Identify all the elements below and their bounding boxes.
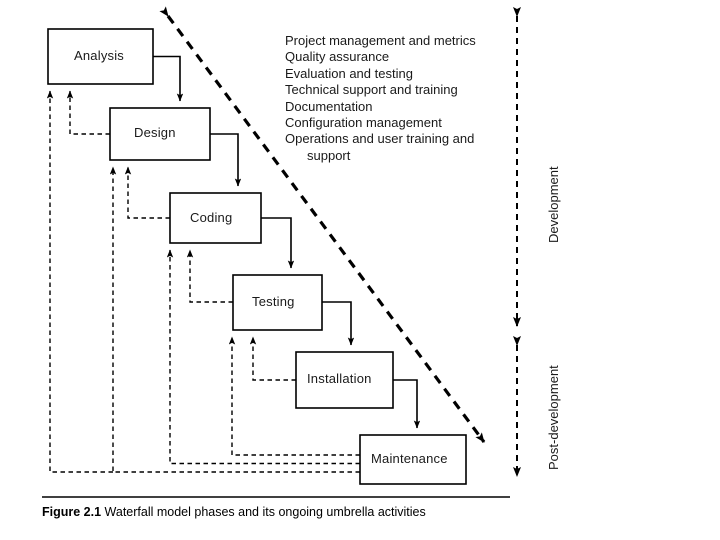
phase-label-analysis: Analysis — [74, 48, 125, 63]
umbrella-activity-item: Quality assurance — [285, 49, 390, 65]
umbrella-activity-item: Evaluation and testing — [285, 65, 413, 81]
flow-testing-to-installation — [322, 301, 355, 346]
umbrella-activity-item-continuation: support — [307, 147, 351, 163]
phase-label-maintenance: Maintenance — [371, 451, 448, 466]
post-development-span-label: Post-development — [546, 365, 561, 470]
umbrella-activity-item: Project management and metrics — [285, 33, 476, 48]
feedback-design-to-analysis — [66, 90, 110, 135]
figure-caption-label: Figure 2.1 — [42, 505, 102, 519]
phase-box-analysis — [47, 28, 154, 85]
umbrella-activity-item: Documentation — [285, 98, 373, 114]
figure-caption-text: Waterfall model phases and its ongoing u… — [104, 505, 426, 519]
phase-label-design: Design — [134, 125, 176, 140]
phase-box-maintenance — [359, 434, 467, 485]
phase-label-coding: Coding — [190, 210, 233, 225]
feedback-installation-to-testing — [249, 336, 296, 381]
flow-coding-to-testing — [261, 217, 295, 269]
feedback-maintenance-to-testing — [228, 336, 360, 456]
feedback-maintenance-to-design — [109, 166, 360, 473]
development-span-label: Development — [546, 166, 561, 243]
feedback-maintenance-to-analysis — [46, 90, 113, 473]
umbrella-span-arrow — [159, 6, 486, 443]
feedback-coding-to-design — [124, 166, 170, 219]
flow-design-to-coding — [210, 133, 242, 187]
umbrella-activities-list: Project management and metrics Quality a… — [285, 33, 510, 164]
phase-label-testing: Testing — [252, 294, 295, 309]
umbrella-activity-item: Technical support and training — [285, 82, 458, 98]
phase-label-installation: Installation — [307, 371, 372, 386]
flow-analysis-to-design — [153, 55, 184, 102]
feedback-testing-to-coding — [186, 249, 233, 303]
umbrella-activity-item: Operations and user training and — [285, 131, 475, 147]
flow-installation-to-maintenance — [393, 379, 421, 429]
umbrella-activity-item: Configuration management — [285, 115, 442, 131]
figure-caption: Figure 2.1 Waterfall model phases and it… — [42, 505, 426, 519]
